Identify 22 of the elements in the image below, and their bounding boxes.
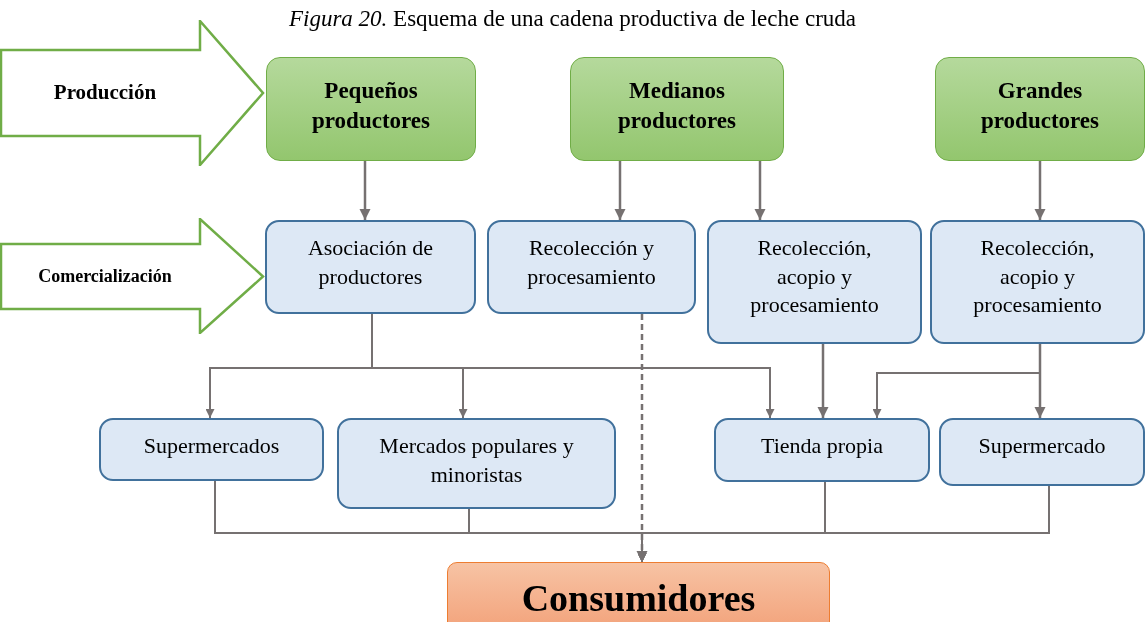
- process-box: Mercados populares y minoristas: [337, 418, 616, 509]
- process-box: Supermercado: [939, 418, 1145, 486]
- arrow: [614, 161, 626, 220]
- figure-title: Figura 20. Esquema de una cadena productiva de leche cruda: [287, 6, 858, 32]
- arrow: [637, 485, 1050, 563]
- consumer-box: Consumidores: [447, 562, 830, 622]
- process-box: Recolección, acopio y procesamiento: [930, 220, 1145, 344]
- arrow: [1034, 344, 1046, 418]
- producer-box: Pequeños productores: [266, 57, 476, 161]
- producer-box: Medianos productores: [570, 57, 784, 161]
- process-box: Recolección y procesamiento: [487, 220, 696, 314]
- arrow: [754, 161, 766, 220]
- process-box: Tienda propia: [714, 418, 930, 482]
- producer-box: Grandes productores: [935, 57, 1145, 161]
- stage-label: Comercialización: [37, 265, 173, 287]
- process-box: Recolección, acopio y procesamiento: [707, 220, 922, 344]
- stage-label: Producción: [52, 80, 158, 106]
- arrow: [1034, 161, 1046, 220]
- process-box: Asociación de productores: [265, 220, 476, 314]
- arrow: [817, 344, 829, 418]
- process-box: Supermercados: [99, 418, 324, 481]
- arrow: [359, 161, 371, 220]
